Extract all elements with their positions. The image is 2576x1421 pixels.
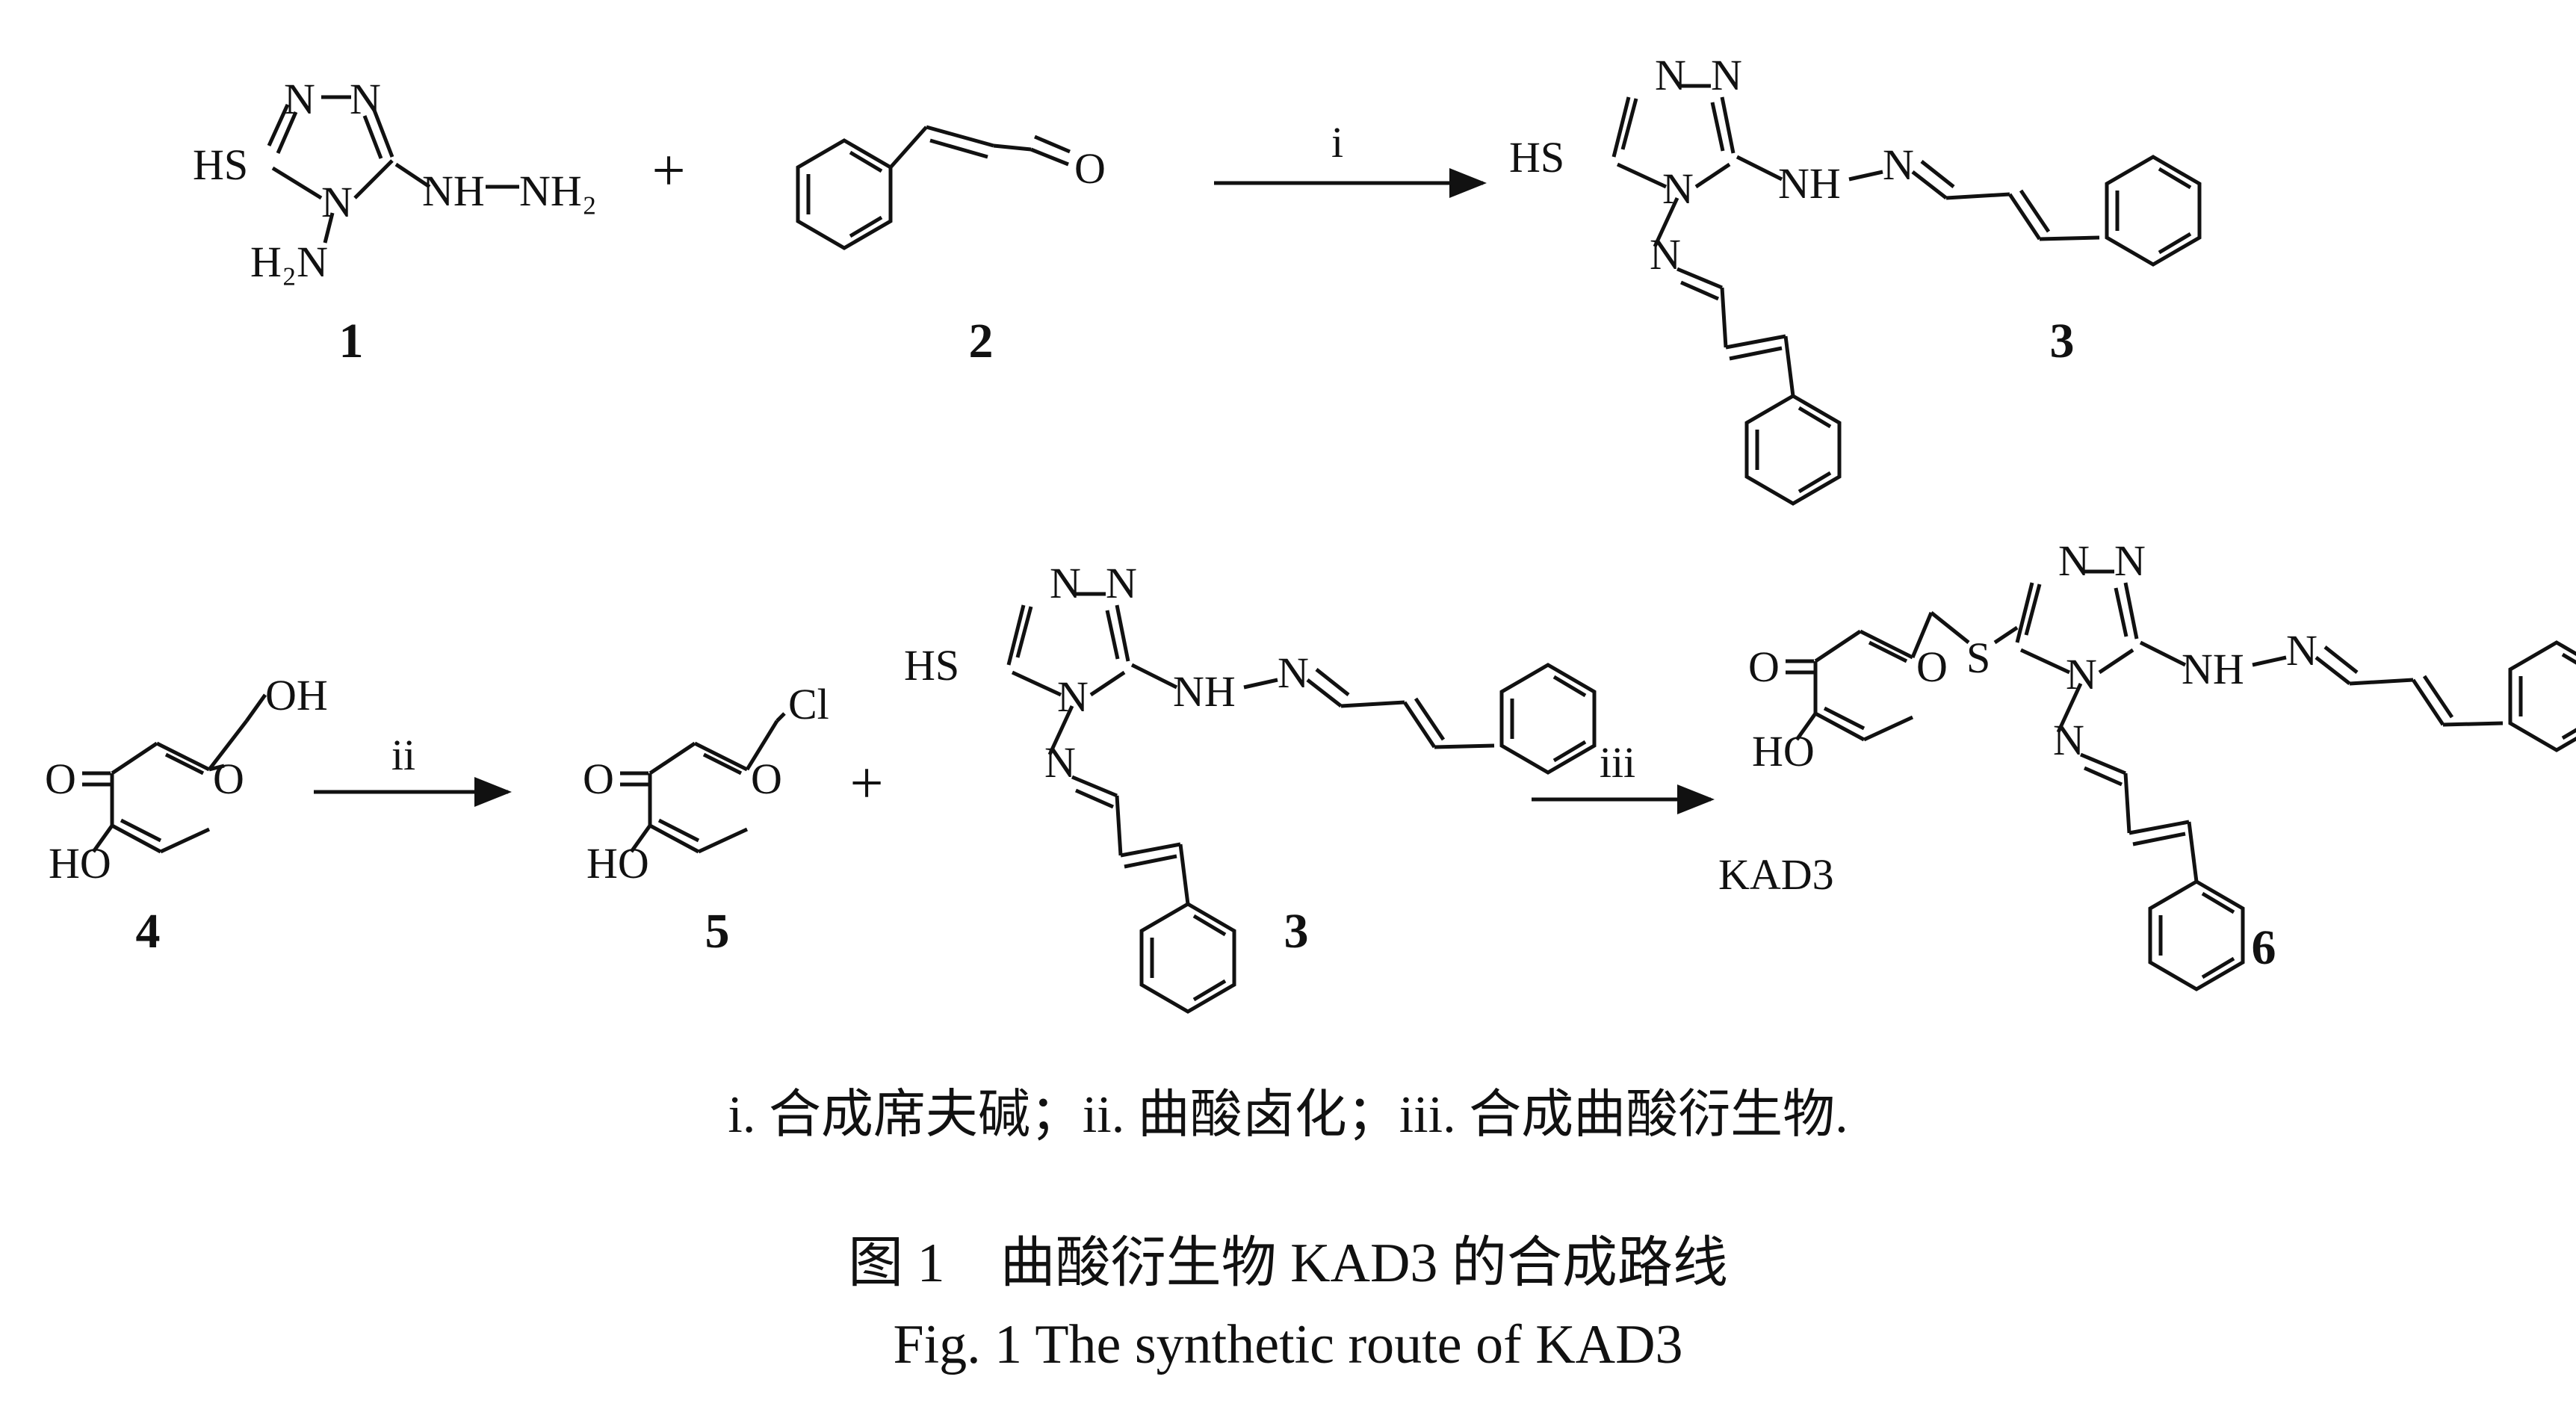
atom-o: O <box>1074 144 1106 193</box>
atom-nh: NH <box>2182 645 2244 693</box>
atom-nh: NH <box>1173 667 1236 716</box>
atom-n: N <box>1650 230 1681 279</box>
compound-5-structure: Cl O O HO <box>583 680 829 888</box>
atom-n: N <box>284 75 315 123</box>
condition-i: i <box>1331 118 1343 167</box>
condition-iii: iii <box>1600 738 1635 787</box>
atom-n: N <box>321 178 353 226</box>
compound-6-structure: O O HO S <box>1748 611 2019 775</box>
atom-o: O <box>213 755 244 803</box>
figure-caption-english: Fig. 1 The synthetic route of KAD3 <box>893 1314 1683 1375</box>
atom-n: N <box>2114 536 2146 585</box>
kad3-tag: KAD3 <box>1718 850 1834 899</box>
compound-2-structure: O <box>798 125 1106 248</box>
condition-ii: ii <box>391 731 415 779</box>
compound-3-structure-bottom: N N HS N NH N N <box>904 559 1594 1012</box>
atom-n: N <box>1883 140 1914 189</box>
compound-label-2: 2 <box>969 314 994 368</box>
atom-ho: HO <box>49 839 111 888</box>
atom-o: O <box>1916 643 1948 691</box>
atom-o: O <box>45 755 76 803</box>
figure-caption-chinese: 图 1 曲酸衍生物 KAD3 的合成路线 <box>848 1233 1728 1294</box>
atom-s: S <box>1966 634 1990 682</box>
atom-cl: Cl <box>788 680 829 728</box>
atom-n: N <box>2053 716 2084 764</box>
atom-oh: OH <box>265 671 328 719</box>
compound-label-5: 5 <box>705 904 730 959</box>
atom-n: N <box>350 75 381 123</box>
atom-n: N <box>1057 672 1089 721</box>
atom-n: N <box>1655 51 1686 99</box>
atom-hs: HS <box>193 140 248 189</box>
atom-n: N <box>2066 650 2097 699</box>
atom-n: N <box>2058 536 2090 585</box>
atom-h2n: H₂N <box>250 238 328 286</box>
atom-n: N <box>1050 559 1081 607</box>
atom-n: N <box>1711 51 1742 99</box>
atom-nh: NH <box>422 167 485 215</box>
reaction-conditions-legend: i. 合成席夫碱；ii. 曲酸卤化；iii. 合成曲酸衍生物. <box>728 1086 1848 1144</box>
atom-n: N <box>1106 559 1137 607</box>
compound-6-triazole: N N N NH N N <box>2017 536 2576 989</box>
atom-n: N <box>1278 648 1309 697</box>
compound-label-6: 6 <box>2252 920 2276 975</box>
compound-3-structure-top: N N HS N NH N N <box>1509 51 2199 504</box>
atom-o: O <box>1748 643 1780 691</box>
atom-ho: HO <box>1752 727 1815 775</box>
atom-hs: HS <box>904 641 959 690</box>
compound-label-3-bottom: 3 <box>1284 904 1309 959</box>
atom-o: O <box>751 755 782 803</box>
compound-label-1: 1 <box>339 314 364 368</box>
compound-label-4: 4 <box>136 904 161 959</box>
compound-4-structure: OH O O HO <box>45 671 328 888</box>
compound-label-3-top: 3 <box>2050 314 2075 368</box>
plus-sign: + <box>651 138 685 204</box>
atom-hs: HS <box>1509 133 1564 182</box>
atom-n: N <box>2286 626 2318 675</box>
compound-1-structure: N N HS N NH NH₂ H₂N <box>193 75 597 286</box>
atom-nh: NH <box>1778 159 1841 208</box>
plus-sign: + <box>849 751 883 817</box>
atom-o: O <box>583 755 614 803</box>
atom-nh2: NH₂ <box>519 167 597 215</box>
atom-n: N <box>1662 164 1694 213</box>
atom-ho: HO <box>586 839 649 888</box>
atom-n: N <box>1044 738 1076 787</box>
